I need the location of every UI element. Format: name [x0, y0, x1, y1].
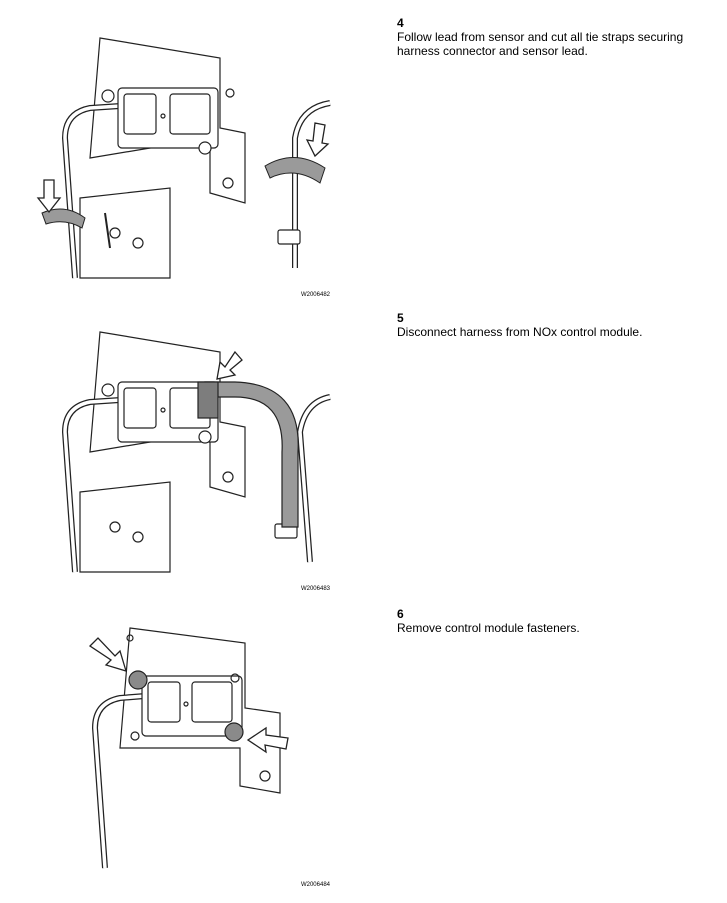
illustration-cut-tie-straps — [36, 37, 331, 279]
step-4: 4 Follow lead from sensor and cut all ti… — [397, 16, 712, 58]
figure-step-4: W2006482 — [20, 18, 340, 298]
arrow-icon — [305, 122, 330, 158]
figure-id: W2006483 — [300, 586, 330, 592]
arrow-icon — [88, 637, 127, 672]
fastener — [224, 722, 244, 742]
illustration-disconnect-harness — [61, 331, 331, 573]
fastener — [128, 670, 148, 690]
arrow-icon — [246, 726, 289, 754]
step-text: Remove control module fasteners. — [397, 621, 580, 635]
arrow-icon — [36, 179, 62, 214]
step-5: 5 Disconnect harness from NOx control mo… — [397, 311, 712, 339]
step-text: Disconnect harness from NOx control modu… — [397, 325, 643, 339]
step-number: 5 — [397, 311, 404, 325]
step-text: Follow lead from sensor and cut all tie … — [397, 30, 684, 58]
step-6: 6 Remove control module fasteners. — [397, 607, 712, 635]
figure-id: W2006484 — [300, 882, 330, 888]
step-number: 6 — [397, 607, 404, 621]
step-number: 4 — [397, 16, 404, 30]
figure-id: W2006482 — [300, 292, 330, 298]
figure-step-6: W2006484 — [20, 608, 340, 888]
figure-step-5: W2006483 — [20, 312, 340, 592]
arrow-icon — [216, 350, 243, 380]
illustration-remove-fasteners — [88, 627, 289, 869]
